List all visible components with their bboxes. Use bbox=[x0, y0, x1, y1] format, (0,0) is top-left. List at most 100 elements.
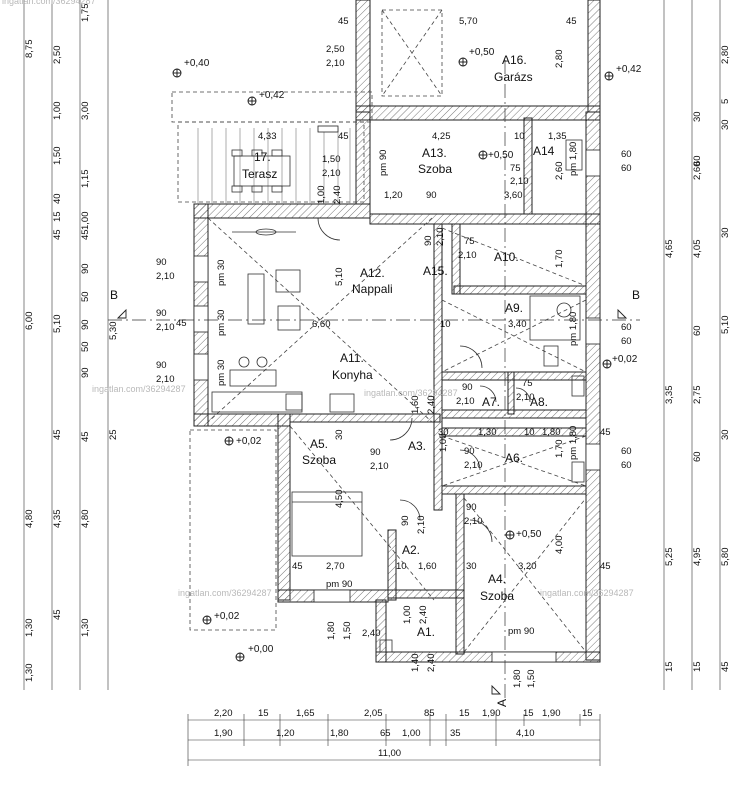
svg-text:1,00: 1,00 bbox=[402, 728, 421, 739]
svg-text:2,80: 2,80 bbox=[554, 50, 565, 69]
roof-outline bbox=[171, 9, 587, 653]
wall-a13-left bbox=[355, 111, 371, 205]
svg-text:2,70: 2,70 bbox=[326, 561, 345, 572]
wall-a8-bottom bbox=[441, 409, 587, 419]
svg-text:pm 1,80: pm 1,80 bbox=[568, 312, 579, 346]
svg-text:15: 15 bbox=[52, 211, 63, 222]
svg-text:75: 75 bbox=[464, 236, 475, 247]
svg-text:45: 45 bbox=[292, 561, 303, 572]
svg-text:30: 30 bbox=[466, 561, 477, 572]
svg-text:1,15: 1,15 bbox=[80, 170, 91, 189]
svg-text:4,80: 4,80 bbox=[24, 510, 35, 529]
svg-text:45: 45 bbox=[80, 229, 91, 240]
svg-text:1,30: 1,30 bbox=[24, 664, 35, 683]
section-markers bbox=[116, 308, 628, 695]
room-name: Nappali bbox=[352, 282, 393, 296]
svg-text:65: 65 bbox=[380, 728, 391, 739]
svg-text:1,00: 1,00 bbox=[80, 212, 91, 231]
svg-text:pm 30: pm 30 bbox=[216, 260, 227, 286]
svg-text:ingatlan.com/36294287: ingatlan.com/36294287 bbox=[178, 588, 272, 598]
svg-text:15: 15 bbox=[692, 661, 703, 672]
svg-text:4,35: 4,35 bbox=[52, 510, 63, 529]
stool-icon bbox=[256, 356, 268, 368]
svg-text:60: 60 bbox=[692, 325, 703, 336]
svg-text:4,80: 4,80 bbox=[80, 510, 91, 529]
svg-text:2,40: 2,40 bbox=[418, 606, 429, 625]
svg-text:1,35: 1,35 bbox=[548, 131, 567, 142]
room-number: A13. bbox=[422, 146, 447, 160]
svg-text:60: 60 bbox=[621, 460, 632, 471]
svg-text:5,80: 5,80 bbox=[720, 548, 731, 567]
svg-text:45: 45 bbox=[338, 131, 349, 142]
svg-text:3,35: 3,35 bbox=[664, 386, 675, 405]
fridge-icon bbox=[329, 393, 355, 413]
svg-text:5,70: 5,70 bbox=[459, 16, 478, 27]
svg-text:5,30: 5,30 bbox=[108, 322, 119, 341]
svg-text:4,10: 4,10 bbox=[516, 728, 535, 739]
level-label: +0,40 bbox=[184, 58, 210, 69]
svg-text:1,00: 1,00 bbox=[52, 102, 63, 121]
toilet-icon bbox=[571, 461, 585, 483]
room-number: A11. bbox=[340, 351, 364, 365]
svg-text:15: 15 bbox=[258, 708, 269, 719]
svg-text:35: 35 bbox=[450, 728, 461, 739]
section-lines bbox=[108, 60, 640, 700]
svg-text:pm 90: pm 90 bbox=[508, 626, 534, 637]
svg-text:2,10: 2,10 bbox=[464, 460, 483, 471]
wall-garage-left bbox=[355, 0, 371, 113]
armchair-icon bbox=[277, 305, 301, 331]
room-number: A12. bbox=[360, 266, 385, 280]
svg-text:90: 90 bbox=[80, 263, 91, 274]
svg-text:3,40: 3,40 bbox=[508, 319, 527, 330]
svg-text:1,70: 1,70 bbox=[554, 440, 565, 459]
svg-text:2,10: 2,10 bbox=[464, 516, 483, 527]
svg-text:30: 30 bbox=[720, 119, 731, 130]
svg-text:2,50: 2,50 bbox=[52, 46, 63, 65]
section-a-bottom: A bbox=[495, 699, 509, 707]
bed-icon bbox=[291, 491, 363, 557]
svg-text:2,10: 2,10 bbox=[458, 250, 477, 261]
svg-text:90: 90 bbox=[80, 319, 91, 330]
svg-text:1,60: 1,60 bbox=[410, 396, 421, 415]
toilet-icon bbox=[543, 345, 559, 367]
room-name: Szoba bbox=[480, 589, 514, 603]
wall-a10-a9 bbox=[453, 285, 587, 295]
svg-text:2,40: 2,40 bbox=[332, 186, 343, 205]
svg-text:15: 15 bbox=[523, 708, 534, 719]
svg-text:2,60: 2,60 bbox=[554, 162, 565, 181]
svg-text:45: 45 bbox=[52, 229, 63, 240]
svg-text:90: 90 bbox=[156, 308, 167, 319]
wall-a10-left bbox=[451, 223, 461, 295]
svg-text:30: 30 bbox=[692, 111, 703, 122]
svg-text:pm 90: pm 90 bbox=[326, 579, 352, 590]
svg-text:30: 30 bbox=[438, 427, 449, 438]
svg-text:11,00: 11,00 bbox=[378, 748, 401, 759]
svg-text:50: 50 bbox=[80, 341, 91, 352]
svg-text:pm 30: pm 30 bbox=[216, 310, 227, 336]
svg-text:1,80: 1,80 bbox=[326, 622, 337, 641]
stool-icon bbox=[238, 356, 250, 368]
room-number: A10. bbox=[494, 250, 519, 264]
svg-text:4,50: 4,50 bbox=[334, 490, 345, 509]
section-b-left: B bbox=[110, 288, 118, 302]
svg-text:6,60: 6,60 bbox=[312, 319, 331, 330]
svg-text:2,60: 2,60 bbox=[692, 162, 703, 181]
level-label: +0,42 bbox=[259, 90, 285, 101]
svg-text:1,20: 1,20 bbox=[276, 728, 295, 739]
room-number: A16. bbox=[502, 53, 527, 67]
svg-text:4,25: 4,25 bbox=[432, 131, 451, 142]
svg-text:ingatlan.com/36294287: ingatlan.com/36294287 bbox=[2, 0, 96, 6]
room-number: A9. bbox=[505, 301, 523, 315]
svg-text:90: 90 bbox=[466, 502, 477, 513]
svg-text:1,30: 1,30 bbox=[24, 619, 35, 638]
walls bbox=[193, 0, 601, 663]
svg-text:45: 45 bbox=[720, 661, 731, 672]
svg-text:1,30: 1,30 bbox=[80, 619, 91, 638]
svg-text:1,65: 1,65 bbox=[296, 708, 315, 719]
wall-main-top bbox=[193, 203, 371, 219]
level-labels: +0,40 +0,42 +0,50 +0,42 +0,50 +0,02 +0,0… bbox=[184, 47, 642, 655]
door-swings bbox=[317, 217, 531, 543]
svg-text:45: 45 bbox=[600, 561, 611, 572]
wall-a6-top bbox=[441, 427, 587, 437]
svg-text:4,95: 4,95 bbox=[692, 548, 703, 567]
